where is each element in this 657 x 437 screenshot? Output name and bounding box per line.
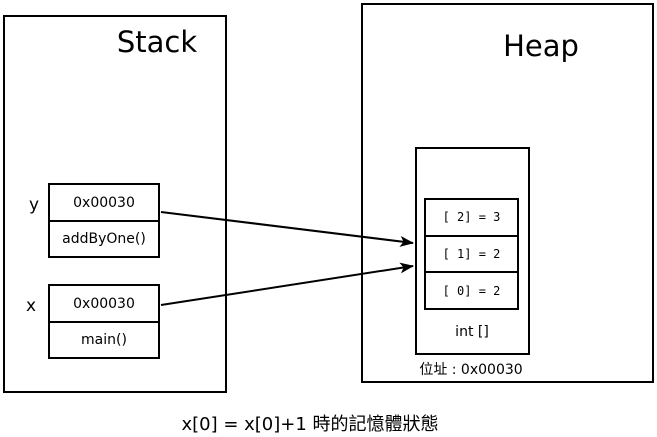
stack-frame-x: 0x00030 main() — [48, 284, 160, 359]
heap-address-label: 位址 : 0x00030 — [419, 362, 523, 378]
array-cell-index-1: [ 1] = 2 — [426, 234, 517, 272]
variable-label-y: y — [28, 195, 40, 215]
array-cell-index-2: [ 2] = 3 — [442, 210, 501, 225]
stack-frame-y: 0x00030 addByOne() — [48, 183, 160, 258]
y-function-cell: addByOne() — [62, 231, 146, 247]
array-cells-box: [ 2] = 3 [ 1] = 2 [ 0] = 2 — [424, 198, 519, 310]
x-function-cell: main() — [81, 332, 127, 348]
caption: x[0] = x[0]+1 時的記憶體狀態 — [181, 414, 439, 435]
variable-label-x: x — [25, 296, 37, 316]
x-pointer-address-cell: 0x00030 — [50, 286, 158, 323]
stack-title: Stack — [116, 25, 198, 59]
array-type-label: int [] — [455, 324, 489, 340]
array-cell-index-0: [ 0] = 2 — [426, 271, 517, 308]
heap-title: Heap — [503, 29, 579, 63]
y-pointer-address-cell: 0x00030 — [50, 185, 158, 222]
